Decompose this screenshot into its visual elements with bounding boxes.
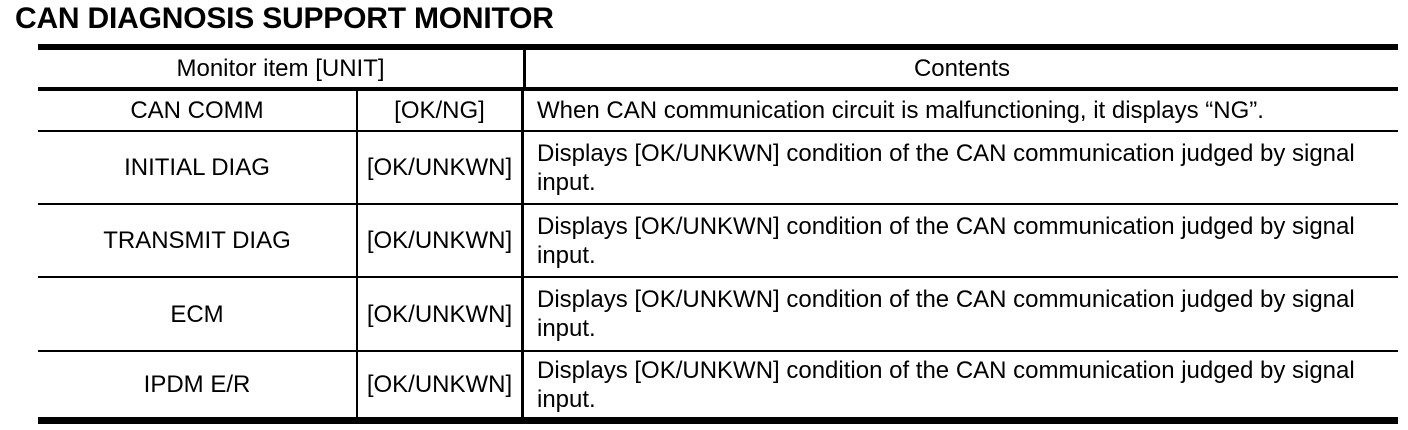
cell-monitor-item: ECM — [38, 278, 358, 350]
table-row: INITIAL DIAG [OK/UNKWN] Displays [OK/UNK… — [38, 132, 1398, 205]
cell-monitor-item: IPDM E/R — [38, 352, 358, 417]
cell-unit: [OK/UNKWN] — [358, 132, 524, 203]
cell-contents: Displays [OK/UNKWN] condition of the CAN… — [537, 356, 1355, 413]
table-row: TRANSMIT DIAG [OK/UNKWN] Displays [OK/UN… — [38, 205, 1398, 278]
header-monitor-item: Monitor item [UNIT] — [38, 50, 526, 87]
cell-contents: When CAN communication circuit is malfun… — [537, 97, 1264, 124]
cell-monitor-item: TRANSMIT DIAG — [38, 205, 358, 276]
cell-contents: Displays [OK/UNKWN] condition of the CAN… — [537, 286, 1355, 342]
page-title: CAN DIAGNOSIS SUPPORT MONITOR — [15, 2, 554, 35]
cell-monitor-item: INITIAL DIAG — [38, 132, 358, 203]
cell-unit: [OK/UNKWN] — [358, 278, 524, 350]
table-row: CAN COMM [OK/NG] When CAN communication … — [38, 91, 1398, 132]
table-row: ECM [OK/UNKWN] Displays [OK/UNKWN] condi… — [38, 278, 1398, 352]
cell-unit: [OK/UNKWN] — [358, 352, 524, 417]
header-contents: Contents — [913, 55, 1011, 82]
cell-unit: [OK/NG] — [358, 91, 524, 130]
table-row: IPDM E/R [OK/UNKWN] Displays [OK/UNKWN] … — [38, 352, 1398, 417]
cell-contents: Displays [OK/UNKWN] condition of the CAN… — [537, 139, 1355, 196]
table-header-row: Monitor item [UNIT] Contents — [38, 50, 1398, 91]
cell-monitor-item: CAN COMM — [38, 91, 358, 130]
cell-unit: [OK/UNKWN] — [358, 205, 524, 276]
cell-contents: Displays [OK/UNKWN] condition of the CAN… — [537, 212, 1355, 269]
diagnostic-table: Monitor item [UNIT] Contents CAN COMM [O… — [38, 44, 1398, 424]
